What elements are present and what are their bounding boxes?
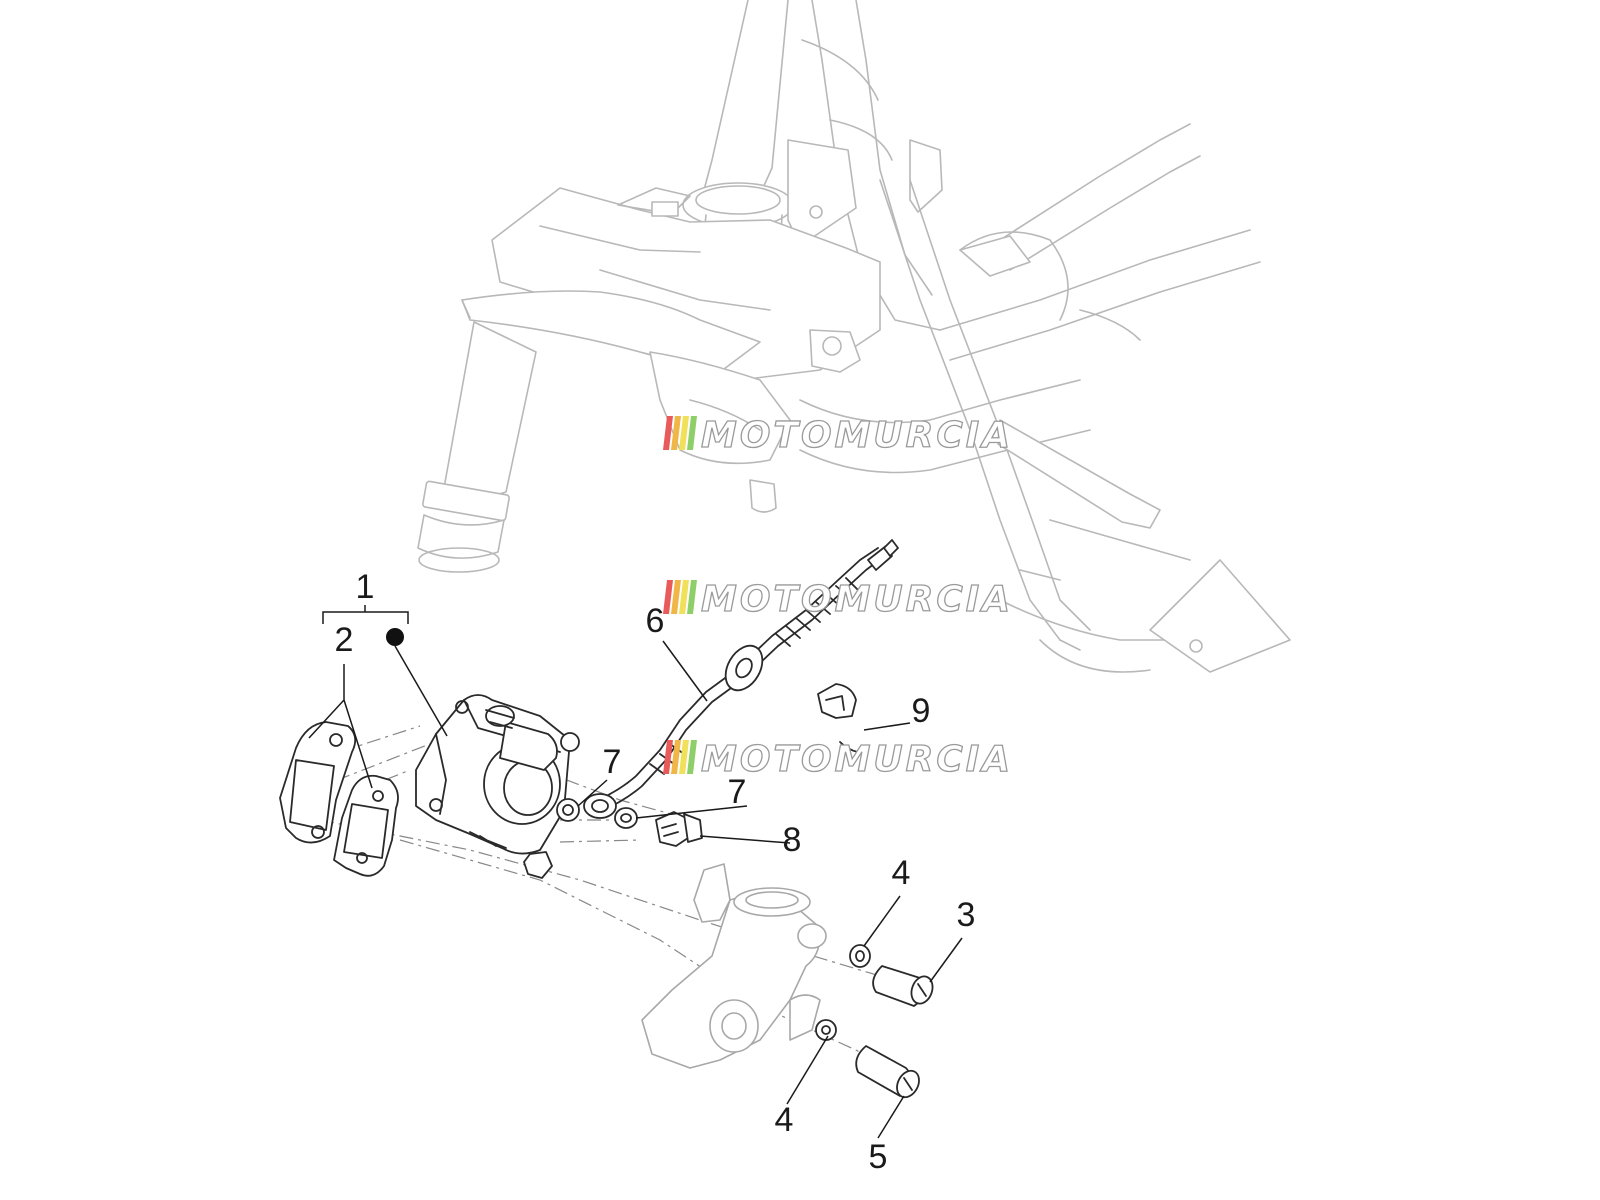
leader-lines (308, 605, 963, 1139)
watermark-stripe (663, 416, 673, 450)
callout-6: 6 (646, 602, 665, 640)
callout-4-lower: 4 (775, 1101, 794, 1139)
callout-8: 8 (783, 821, 802, 859)
callout-2: 2 (335, 621, 354, 659)
caliper-mount-bracket (641, 863, 827, 1069)
watermark-stripe (687, 416, 697, 450)
kit-indicator-dot (386, 628, 404, 646)
callout-5: 5 (869, 1138, 888, 1176)
hose-clip (817, 683, 859, 753)
watermark-2: MOTOMURCIA (663, 578, 1013, 621)
callout-1: 1 (356, 568, 375, 606)
watermark-3: MOTOMURCIA (663, 738, 1013, 781)
watermark-1: MOTOMURCIA (663, 414, 1013, 457)
watermark-stripe (679, 416, 689, 450)
watermark-stripe (687, 740, 697, 774)
brake-pads (279, 721, 399, 877)
callout-9: 9 (912, 692, 931, 730)
watermark-logo-stripes (663, 580, 697, 614)
brake-hose (583, 539, 899, 819)
watermark-stripe (663, 580, 673, 614)
watermark-stripe (687, 580, 697, 614)
brake-caliper (415, 694, 580, 879)
callout-7-lower: 7 (728, 773, 747, 811)
watermark-text: MOTOMURCIA (701, 579, 1013, 620)
watermark-text: MOTOMURCIA (701, 739, 1013, 780)
watermark-logo-stripes (663, 740, 697, 774)
watermark-stripe (663, 740, 673, 774)
callout-3: 3 (957, 896, 976, 934)
callout-4-upper: 4 (892, 854, 911, 892)
watermark-stripe (671, 740, 681, 774)
watermark-logo-stripes (663, 416, 697, 450)
scooter-frame-background (417, 0, 1291, 673)
watermark-stripe (671, 580, 681, 614)
watermark-stripe (679, 580, 689, 614)
callout-numbers: 1 2 3 4 4 5 6 7 7 8 9 (335, 568, 976, 1176)
watermark-stripe (671, 416, 681, 450)
mounting-hardware (815, 944, 934, 1099)
watermark-text: MOTOMURCIA (701, 415, 1013, 456)
watermark-stripe (679, 740, 689, 774)
callout-7-upper: 7 (603, 743, 622, 781)
